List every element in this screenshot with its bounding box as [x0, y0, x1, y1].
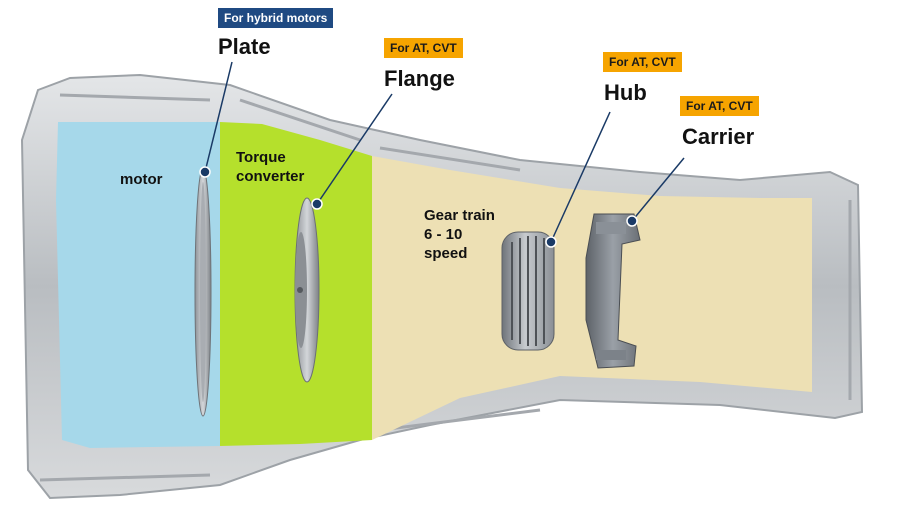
casing-ribs	[39, 93, 852, 482]
flange-title: Flange	[384, 66, 455, 91]
leader-dots	[199, 166, 638, 248]
motor-zone	[56, 122, 220, 448]
flange-leader-line	[316, 93, 393, 205]
carrier-leader-dot	[626, 215, 638, 227]
plate-leader-dot	[199, 166, 211, 178]
gear-train-line3: speed	[424, 245, 468, 262]
flange-leader-dot	[311, 198, 323, 210]
hub-part	[501, 231, 555, 351]
leader-lines	[204, 61, 685, 243]
flange-part	[294, 197, 320, 383]
plate-tag: For hybrid motors	[218, 8, 334, 28]
hub-tag: For AT, CVT	[603, 52, 682, 72]
carrier-leader-line	[631, 157, 685, 222]
plate-title: Plate	[218, 34, 271, 59]
plate-leader-line	[204, 61, 233, 173]
gear-train-line2: 6 - 10	[424, 226, 463, 243]
torque-converter-line1: Torque	[236, 149, 286, 166]
torque-converter-line2: converter	[236, 168, 305, 185]
gear-train-label: Gear train 6 - 10 speed	[424, 206, 495, 263]
carrier-title: Carrier	[682, 124, 755, 149]
plate-part	[194, 167, 212, 417]
hub-leader-line	[550, 111, 611, 243]
torque-converter-label: Torque converter	[236, 148, 304, 186]
carrier-tag: For AT, CVT	[680, 96, 759, 116]
flange-tag: For AT, CVT	[384, 38, 463, 58]
motor-label: motor	[120, 171, 163, 188]
hub-leader-dot	[545, 236, 557, 248]
carrier-part	[585, 213, 641, 369]
hub-title: Hub	[604, 80, 647, 105]
gear-train-line1: Gear train	[424, 207, 495, 224]
